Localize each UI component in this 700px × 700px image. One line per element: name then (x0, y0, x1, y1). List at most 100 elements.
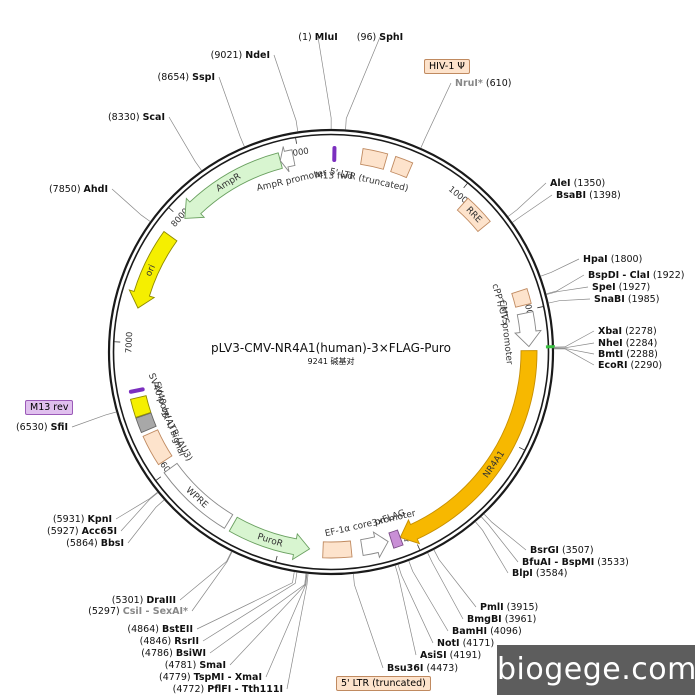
plasmid-size: 9241 碱基对 (308, 356, 355, 366)
site-leader (481, 516, 519, 563)
site-label: (4781) SmaI (165, 660, 226, 671)
watermark-logo: biogege.com (497, 645, 696, 695)
site-label: NheI (2284) (598, 338, 657, 349)
site-leader (553, 348, 595, 355)
feature-label-m13fwd: M13 fwd (315, 171, 353, 182)
plasmid-title: pLV3-CMV-NR4A1(human)-3×FLAG-Puro (211, 341, 451, 355)
site-leader (191, 551, 233, 612)
feature-ltr5b (390, 155, 414, 179)
site-label: (8330) ScaI (108, 112, 165, 123)
site-leader (408, 560, 449, 632)
site-label: XbaI (2278) (598, 326, 657, 337)
site-label: (4779) TspMI - XmaI (159, 672, 262, 683)
site-label: (5297) CsiI - SexAI* (88, 606, 188, 617)
feature-label-sv40ori: SV40 ori (151, 381, 171, 420)
site-label: NotI (4171) (437, 638, 494, 649)
feature-cmv (514, 311, 542, 348)
backbone-inner (112, 133, 550, 571)
site-label: (5931) KpnI (53, 514, 112, 525)
site-label: BmtI (2288) (598, 349, 658, 360)
plasmid-backbone (107, 128, 555, 576)
site-label: AsiSI (4191) (420, 650, 481, 661)
site-label: BlpI (3584) (512, 568, 567, 579)
tick-mark (168, 207, 174, 213)
site-label: (96) SphI (357, 32, 403, 43)
site-label: (9021) NdeI (211, 50, 270, 61)
feature-nr4a1 (399, 350, 538, 545)
site-leader (553, 348, 595, 366)
feature-m13rev (128, 387, 145, 394)
feature-cppt (511, 288, 532, 308)
tick-mark (275, 555, 278, 562)
site-leader (507, 182, 547, 217)
site-leader (546, 274, 585, 295)
site-label: BsrGI (3507) (530, 545, 594, 556)
site-label: Bsu36I (4473) (387, 663, 458, 674)
site-label: PmlI (3915) (480, 602, 538, 613)
site-label: SpeI (1927) (592, 282, 650, 293)
site-leader (546, 286, 589, 295)
site-leader (229, 573, 308, 666)
hiv-psi-badge: HIV-1 Ψ (424, 59, 470, 74)
site-leader (202, 572, 298, 642)
feature-sv40ori (129, 395, 152, 419)
site-leader (427, 552, 464, 620)
site-label: BsaBI (1398) (556, 190, 621, 201)
site-leader (111, 188, 151, 222)
feature-ori (128, 230, 178, 309)
site-leader (317, 36, 332, 130)
feature-sv40polya (135, 412, 157, 434)
feature-ltr5c (322, 540, 353, 559)
feature-ltr5 (360, 147, 389, 170)
site-leader (120, 492, 159, 532)
feature-ampr (184, 152, 283, 219)
site-leader (397, 564, 434, 644)
site-label: (8654) SspI (158, 72, 215, 83)
tick-mark (537, 306, 544, 309)
site-label: (4772) PflFI - Tth111I (173, 684, 283, 695)
site-label: (7850) AhdI (49, 184, 108, 195)
site-label: AleI (1350) (550, 178, 605, 189)
backbone-outer (107, 128, 555, 576)
site-leader (115, 491, 158, 520)
site-leader (218, 76, 245, 147)
site-leader (265, 573, 308, 678)
site-label: HpaI (1800) (583, 254, 642, 265)
site-leader (352, 573, 384, 669)
tick-mark (155, 476, 162, 481)
site-leader (127, 499, 165, 544)
tick-label: 7000 (124, 331, 135, 353)
site-label: (5301) DraIII (112, 595, 176, 606)
feature-flag (388, 529, 404, 549)
site-leader (548, 298, 591, 304)
feature-label-ori: ori (144, 263, 158, 278)
site-leader (71, 411, 117, 428)
tick-mark (519, 447, 525, 451)
feature-ef1a (360, 531, 389, 559)
site-leader (433, 549, 477, 608)
site-leader (483, 513, 527, 551)
site-leader (179, 551, 232, 601)
feature-wpre (163, 462, 234, 529)
site-label: (4846) RsrII (140, 636, 199, 647)
site-label: BamHI (4096) (452, 626, 522, 637)
site-leader (273, 54, 299, 132)
tick-mark (295, 137, 297, 144)
feature-ltr3 (142, 429, 173, 466)
site-label: BfuAI - BspMI (3533) (522, 557, 629, 568)
site-label: (4864) BstEII (127, 624, 193, 635)
site-label: BspDI - ClaI (1922) (588, 270, 684, 281)
feature-label-cmv: CMV promoter (497, 300, 514, 366)
site-leader (420, 82, 452, 149)
site-label: NruI* (610) (455, 78, 511, 89)
site-label: BmgBI (3961) (467, 614, 536, 625)
site-label: (5864) BbsI (66, 538, 124, 549)
feature-rre (456, 197, 491, 233)
site-label: SnaBI (1985) (594, 294, 659, 305)
feature-ampprom (279, 146, 296, 173)
site-leader (196, 571, 295, 630)
site-leader (553, 342, 595, 349)
site-label: EcoRI (2290) (598, 360, 662, 371)
